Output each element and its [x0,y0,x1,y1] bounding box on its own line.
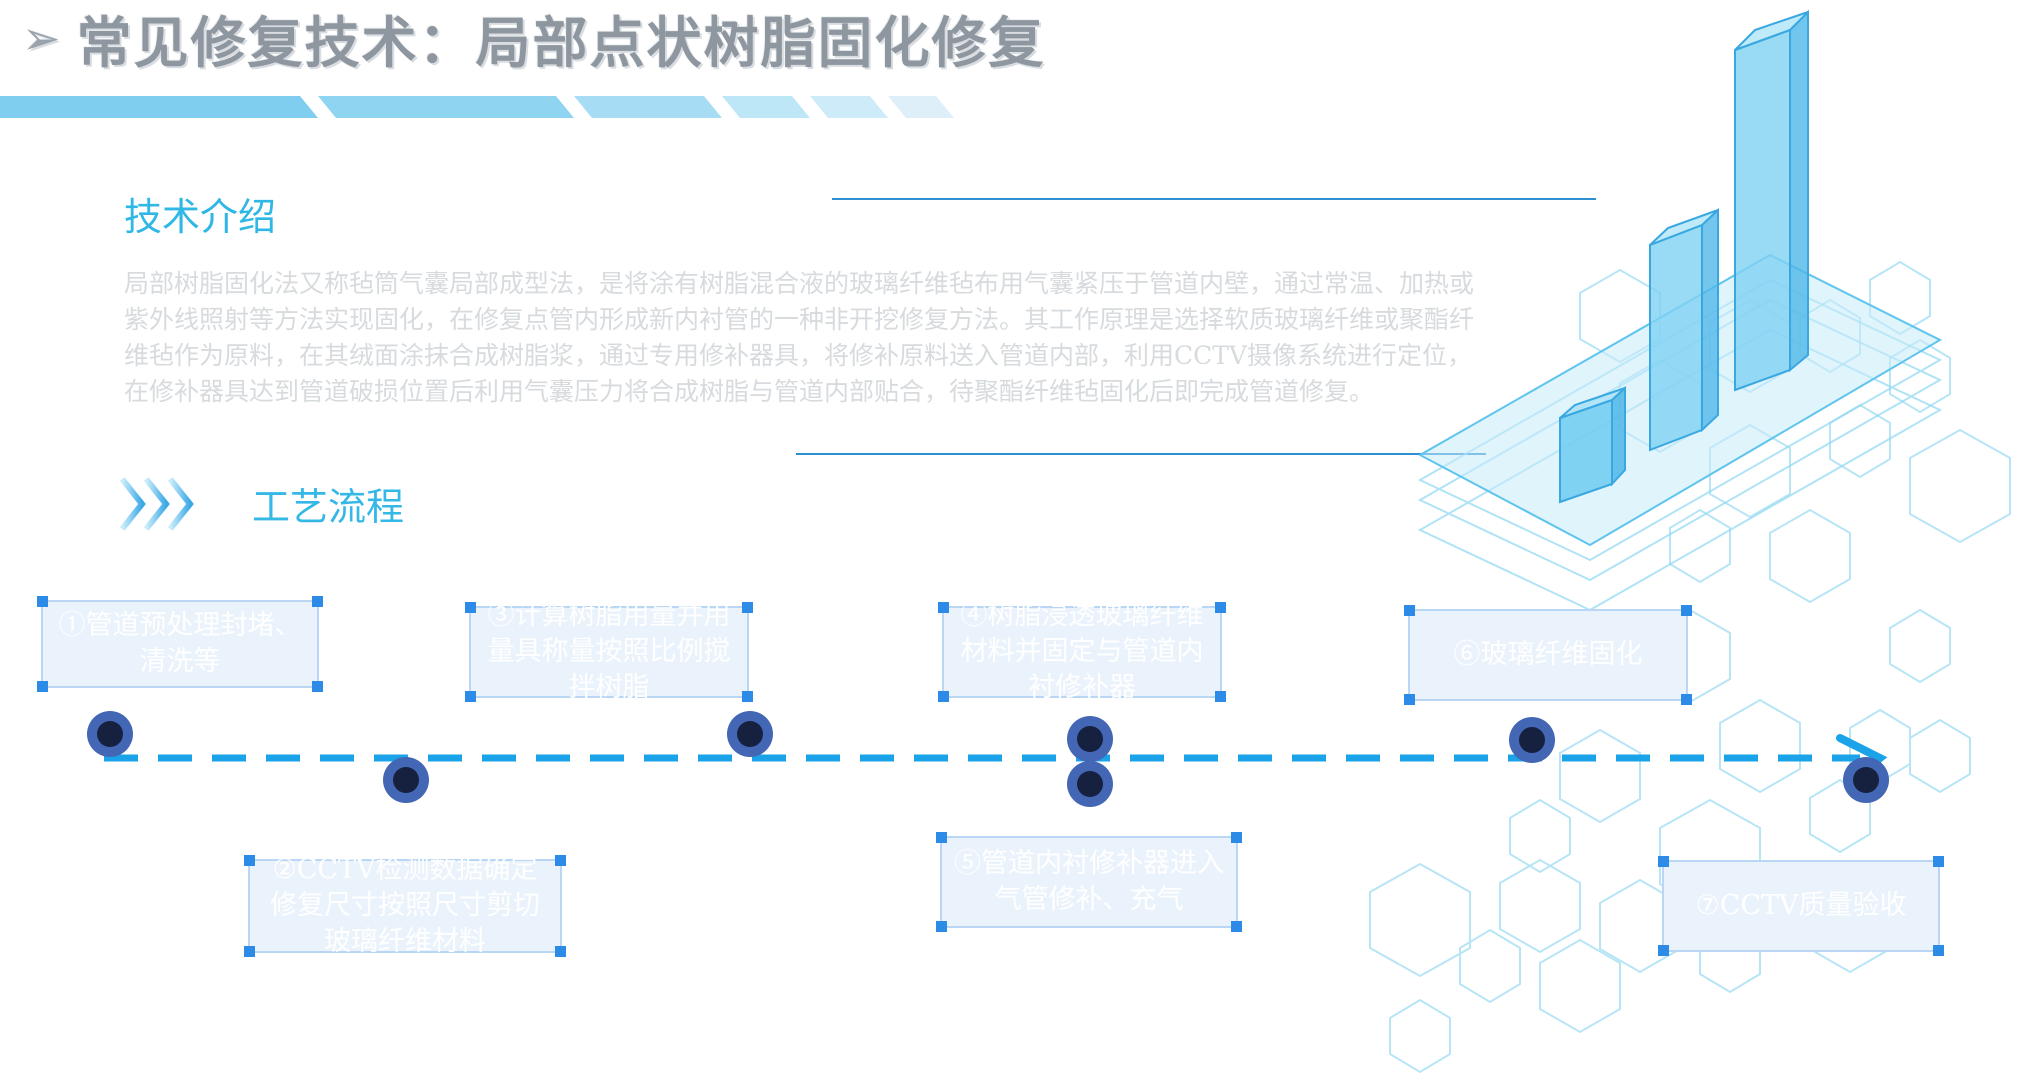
timeline-node [1843,757,1889,803]
step-7-box[interactable]: ⑦CCTV质量验收 [1658,856,1944,956]
divider-line-bottom [796,453,1486,455]
step-7-label: ⑦CCTV质量验收 [1695,890,1907,921]
step-2-label: ②CCTV检测数据确定修复尺寸按照尺寸剪切玻璃纤维材料 [270,854,540,957]
resize-handle[interactable] [742,602,753,613]
resize-handle[interactable] [244,855,255,866]
resize-handle[interactable] [1658,945,1669,956]
resize-handle[interactable] [244,946,255,957]
step-3-label: ③计算树脂用量并用量具称量按照比例搅拌树脂 [487,600,731,703]
triple-chevron-icon [119,477,194,531]
intro-heading: 技术介绍 [124,195,277,239]
resize-handle[interactable] [312,596,323,607]
resize-handle[interactable] [465,602,476,613]
timeline-node [1067,716,1113,762]
timeline-node [383,757,429,803]
page-title: ➢ 常见修复技术：局部点状树脂固化修复 [22,2,1046,75]
step-2-box[interactable]: ②CCTV检测数据确定修复尺寸按照尺寸剪切玻璃纤维材料 [244,854,566,957]
header-stripe-bar [0,96,954,118]
resize-handle[interactable] [938,602,949,613]
resize-handle[interactable] [555,855,566,866]
step-6-box[interactable]: ⑥玻璃纤维固化 [1404,605,1692,705]
step-5-box[interactable]: ⑤管道内衬修补器进入气管修补、充气 [936,832,1242,932]
step-3-box[interactable]: ③计算树脂用量并用量具称量按照比例搅拌树脂 [465,600,753,703]
resize-handle[interactable] [742,691,753,702]
timeline-node [1509,717,1555,763]
step-5-label: ⑤管道内衬修补器进入气管修补、充气 [954,848,1224,915]
resize-handle[interactable] [1231,921,1242,932]
resize-handle[interactable] [936,832,947,843]
step-1-label: ①管道预处理封堵、清洗等 [58,610,302,677]
resize-handle[interactable] [936,921,947,932]
page-title-text: 常见修复技术：局部点状树脂固化修复 [76,11,1046,75]
resize-handle[interactable] [465,691,476,702]
resize-handle[interactable] [1404,694,1415,705]
resize-handle[interactable] [1231,832,1242,843]
resize-handle[interactable] [1215,602,1226,613]
resize-handle[interactable] [555,946,566,957]
resize-handle[interactable] [938,691,949,702]
timeline-node [1067,761,1113,807]
resize-handle[interactable] [1933,945,1944,956]
resize-handle[interactable] [1933,856,1944,867]
timeline-node [87,711,133,757]
resize-handle[interactable] [37,596,48,607]
resize-handle[interactable] [1215,691,1226,702]
resize-handle[interactable] [1681,694,1692,705]
isometric-chart-decoration [1369,9,2011,1074]
resize-handle[interactable] [1658,856,1669,867]
step-4-label: ④树脂浸透玻璃纤维材料并固定与管道内衬修补器 [960,600,1204,703]
timeline-node [727,711,773,757]
chevron-right-icon: ➢ [22,11,63,65]
step-4-box[interactable]: ④树脂浸透玻璃纤维材料并固定与管道内衬修补器 [938,600,1226,703]
resize-handle[interactable] [37,681,48,692]
intro-paragraph: 局部树脂固化法又称毡筒气囊局部成型法，是将涂有树脂混合液的玻璃纤维毡布用气囊紧压… [124,269,1475,406]
divider-line-top [832,198,1596,200]
resize-handle[interactable] [1681,605,1692,616]
resize-handle[interactable] [312,681,323,692]
resize-handle[interactable] [1404,605,1415,616]
step-6-label: ⑥玻璃纤维固化 [1453,639,1643,670]
step-1-box[interactable]: ①管道预处理封堵、清洗等 [37,596,323,692]
process-heading: 工艺流程 [252,485,405,529]
